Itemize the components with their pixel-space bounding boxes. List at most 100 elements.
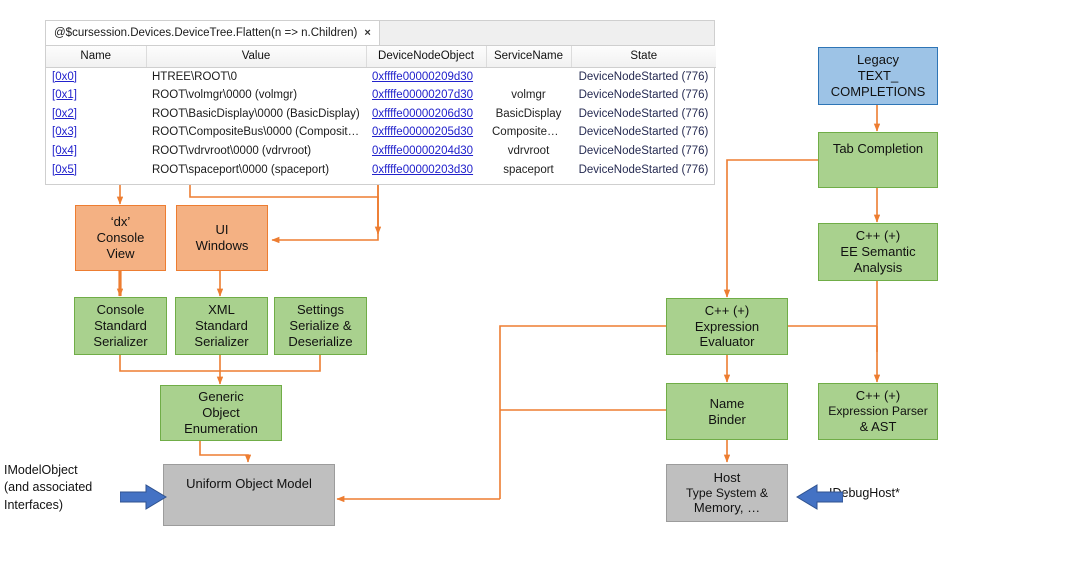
- row-name-link[interactable]: [0x0]: [52, 70, 77, 83]
- node-line: XML: [208, 302, 235, 318]
- row-devicenodeobject-link[interactable]: 0xffffe00000203d30: [372, 163, 474, 176]
- row-name-link[interactable]: [0x3]: [52, 126, 77, 139]
- node-ui-windows[interactable]: UI Windows: [176, 205, 268, 271]
- row-name-link[interactable]: [0x4]: [52, 145, 77, 158]
- table-row[interactable]: [0x1] ROOT\volmgr\0000 (volmgr) 0xffffe0…: [46, 86, 716, 105]
- cell-name[interactable]: [0x4]: [46, 142, 146, 161]
- label-imodelobject: IModelObject (and associated Interfaces): [4, 462, 92, 514]
- node-line: View: [106, 245, 135, 261]
- cell-servicename: [486, 67, 571, 86]
- cell-name[interactable]: [0x1]: [46, 86, 146, 105]
- node-uniform-object-model[interactable]: Uniform Object Model: [163, 464, 335, 526]
- table-row[interactable]: [0x5] ROOT\spaceport\0000 (spaceport) 0x…: [46, 160, 716, 179]
- node-settings-serialize-deserialize[interactable]: Settings Serialize & Deserialize: [274, 297, 367, 355]
- row-name-link[interactable]: [0x1]: [52, 89, 77, 102]
- row-name-link[interactable]: [0x5]: [52, 163, 77, 176]
- label-line: Interfaces): [4, 497, 64, 512]
- node-line: Standard: [94, 318, 147, 334]
- cell-servicename: BasicDisplay: [495, 107, 562, 120]
- label-line: IDebugHost*: [829, 486, 900, 500]
- node-line: Uniform Object Model: [186, 476, 312, 491]
- row-value-text: ROOT\BasicDisplay\0000 (BasicDisplay): [152, 107, 360, 120]
- node-expression-evaluator[interactable]: C++ (+) Expression Evaluator: [666, 298, 788, 355]
- node-dx-console-view[interactable]: ‘dx’ Console View: [75, 205, 166, 271]
- cell-value: ROOT\CompositeBus\0000 (CompositeBus): [146, 123, 366, 142]
- cell-servicename: spaceport: [503, 163, 554, 176]
- close-icon[interactable]: ×: [364, 26, 371, 39]
- column-header-servicename[interactable]: ServiceName: [486, 46, 572, 68]
- cell-state: DeviceNodeStarted (776): [571, 142, 716, 161]
- node-line: Binder: [708, 411, 746, 427]
- node-line: C++ (+): [704, 302, 750, 318]
- node-console-standard-serializer[interactable]: Console Standard Serializer: [74, 297, 167, 355]
- row-value-text: HTREE\ROOT\0: [152, 70, 237, 83]
- debugger-query-window: @$cursession.Devices.DeviceTree.Flatten(…: [45, 20, 716, 185]
- node-name-binder[interactable]: Name Binder: [666, 383, 788, 440]
- cell-devicenodeobject[interactable]: 0xffffe00000204d30: [366, 142, 486, 161]
- row-state-text: DeviceNodeStarted (776): [578, 89, 709, 102]
- label-line: IModelObject: [4, 463, 78, 477]
- wire-expr-eval-left-to-uom: [499, 325, 666, 499]
- cell-name[interactable]: [0x5]: [46, 160, 146, 179]
- wire-serializer-bus: [119, 355, 321, 372]
- node-legacy-text-completions[interactable]: Legacy TEXT_ COMPLETIONS: [818, 47, 938, 105]
- column-header-name[interactable]: Name: [46, 46, 147, 68]
- cell-state: DeviceNodeStarted (776): [571, 123, 716, 142]
- node-line: & AST: [859, 418, 897, 434]
- row-devicenodeobject-link[interactable]: 0xffffe00000205d30: [372, 126, 474, 139]
- node-expression-parser-ast[interactable]: C++ (+) Expression Parser & AST: [818, 383, 938, 440]
- cell-devicenodeobject[interactable]: 0xffffe00000203d30: [366, 160, 486, 179]
- device-tree-table: Name Value DeviceNodeObject ServiceName …: [46, 46, 716, 179]
- row-state-text: DeviceNodeStarted (776): [578, 107, 709, 120]
- column-header-value[interactable]: Value: [146, 46, 367, 68]
- node-xml-standard-serializer[interactable]: XML Standard Serializer: [175, 297, 268, 355]
- label-line: (and associated: [4, 480, 93, 495]
- node-host-type-system[interactable]: Host Type System & Memory, …: [666, 464, 788, 522]
- cell-servicename: vdrvroot: [507, 145, 550, 158]
- wire-tab-completion-to-expression-evaluator: [723, 159, 818, 298]
- row-devicenodeobject-link[interactable]: 0xffffe00000209d30: [372, 70, 474, 83]
- node-tab-completion[interactable]: Tab Completion: [818, 132, 938, 188]
- block-arrow-idebughost-icon: [796, 484, 843, 510]
- node-line: Windows: [195, 238, 249, 253]
- node-generic-object-enumeration[interactable]: Generic Object Enumeration: [160, 385, 282, 441]
- cell-devicenodeobject[interactable]: 0xffffe00000209d30: [366, 67, 486, 86]
- table-header-row: Name Value DeviceNodeObject ServiceName …: [46, 46, 716, 68]
- node-line: Host: [713, 469, 741, 485]
- cell-value: ROOT\spaceport\0000 (spaceport): [146, 160, 366, 179]
- row-value-text: ROOT\vdrvroot\0000 (vdrvroot): [152, 145, 312, 158]
- row-devicenodeobject-link[interactable]: 0xffffe00000204d30: [372, 145, 474, 158]
- cell-servicename: CompositeBus: [492, 126, 567, 139]
- node-line: Evaluator: [699, 334, 755, 350]
- column-header-devicenodeobject[interactable]: DeviceNodeObject: [366, 46, 487, 68]
- cell-name[interactable]: [0x2]: [46, 104, 146, 123]
- cell-value: ROOT\volmgr\0000 (volmgr): [146, 86, 366, 105]
- block-arrow-imodelobject-icon: [120, 484, 167, 510]
- cell-name[interactable]: [0x3]: [46, 123, 146, 142]
- tab-devicetree-query[interactable]: @$cursession.Devices.DeviceTree.Flatten(…: [46, 21, 380, 45]
- cell-devicenodeobject[interactable]: 0xffffe00000207d30: [366, 86, 486, 105]
- node-ee-semantic-analysis[interactable]: C++ (+) EE Semantic Analysis: [818, 223, 938, 281]
- table-row[interactable]: [0x2] ROOT\BasicDisplay\0000 (BasicDispl…: [46, 104, 716, 123]
- row-name-link[interactable]: [0x2]: [52, 107, 77, 120]
- node-line: Enumeration: [184, 420, 258, 436]
- row-devicenodeobject-link[interactable]: 0xffffe00000207d30: [372, 89, 474, 102]
- row-value-text: ROOT\CompositeBus\0000 (CompositeBus): [152, 126, 366, 139]
- table-row[interactable]: [0x4] ROOT\vdrvroot\0000 (vdrvroot) 0xff…: [46, 142, 716, 161]
- tab-label: @$cursession.Devices.DeviceTree.Flatten(…: [54, 27, 358, 39]
- table-body: [0x0] HTREE\ROOT\0 0xffffe00000209d30 De…: [46, 67, 716, 179]
- node-line: Console: [96, 230, 145, 246]
- table-row[interactable]: [0x3] ROOT\CompositeBus\0000 (CompositeB…: [46, 123, 716, 142]
- node-line: Serializer: [93, 333, 148, 349]
- cell-name[interactable]: [0x0]: [46, 67, 146, 86]
- node-line: Serialize &: [289, 318, 352, 334]
- cell-devicenodeobject[interactable]: 0xffffe00000206d30: [366, 104, 486, 123]
- cell-devicenodeobject[interactable]: 0xffffe00000205d30: [366, 123, 486, 142]
- row-devicenodeobject-link[interactable]: 0xffffe00000206d30: [372, 107, 474, 120]
- column-header-state[interactable]: State: [571, 46, 716, 68]
- node-line: EE Semantic: [840, 244, 916, 260]
- node-line: Deserialize: [288, 333, 353, 349]
- table-row[interactable]: [0x0] HTREE\ROOT\0 0xffffe00000209d30 De…: [46, 67, 716, 86]
- node-line: Standard: [195, 318, 248, 334]
